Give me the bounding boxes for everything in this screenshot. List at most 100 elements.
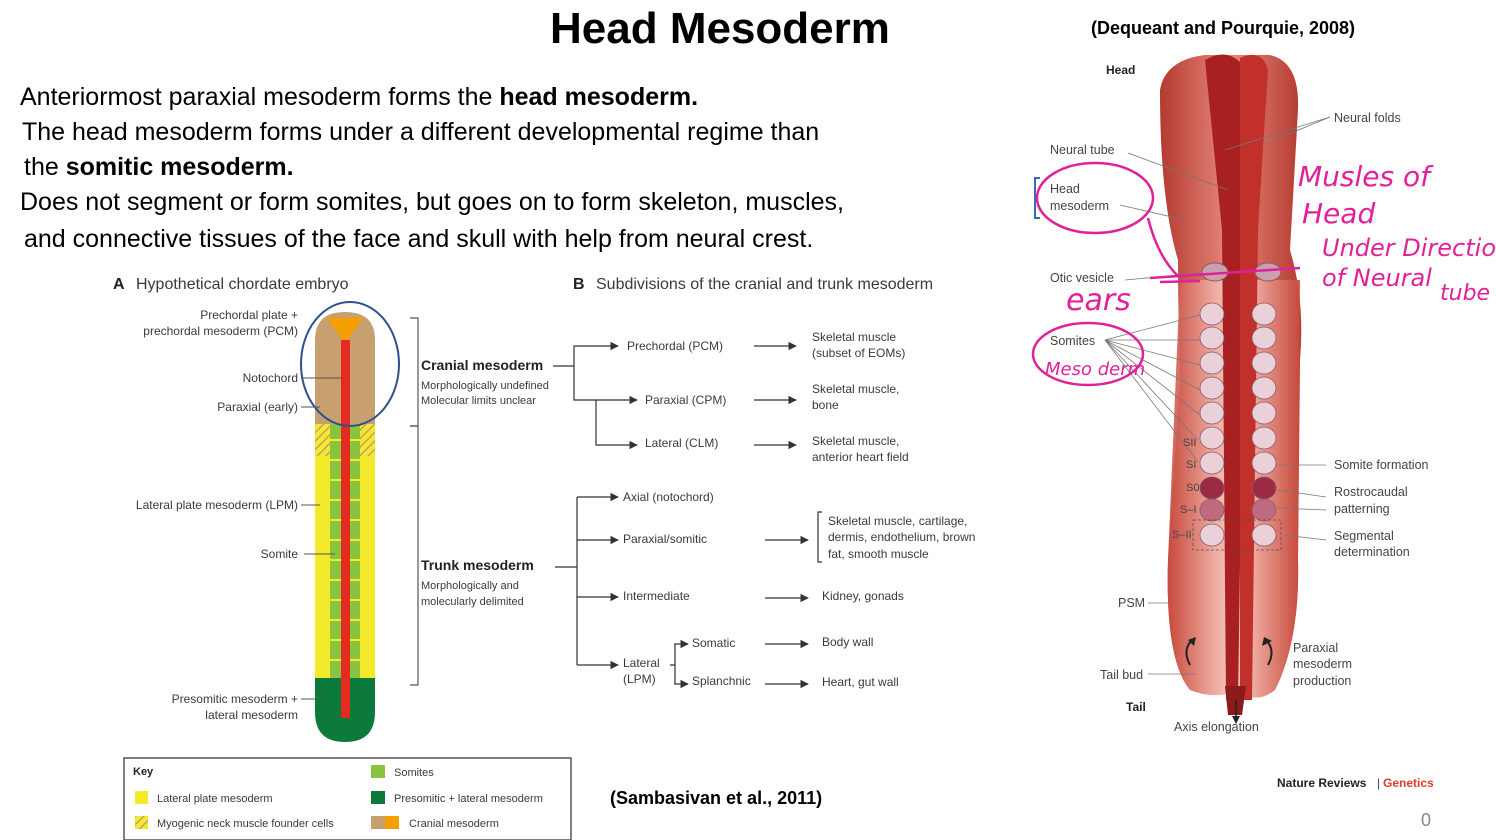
label-segmental-1: Segmental xyxy=(1334,529,1394,543)
panel-b-heading: Subdivisions of the cranial and trunk me… xyxy=(596,276,933,293)
label-rostrocaudal-1: Rostrocaudal xyxy=(1334,485,1408,499)
body-line-1-text: Anteriormost paraxial mesoderm forms the xyxy=(20,83,500,111)
somite xyxy=(1251,401,1277,425)
cpm-out-1: Skeletal muscle, xyxy=(812,382,899,396)
label-somite: Somite xyxy=(261,547,299,561)
citation-top: (Dequeant and Pourquie, 2008) xyxy=(1091,18,1356,38)
label-notochord: Notochord xyxy=(243,371,298,385)
somites-right xyxy=(1251,302,1277,547)
label-paraxial-prod-1: Paraxial xyxy=(1293,641,1338,655)
label-paraxial-early: Paraxial (early) xyxy=(217,400,298,414)
label-prechordal-1: Prechordal plate + xyxy=(200,308,298,322)
node-splanchnic: Splanchnic xyxy=(692,674,751,688)
nature-separator: | xyxy=(1377,776,1380,790)
body-line-3: the somitic mesoderm. xyxy=(24,150,294,185)
intermediate-out: Kidney, gonads xyxy=(822,589,904,603)
somite xyxy=(1251,376,1277,400)
paraxial-out-1: Skeletal muscle, cartilage, xyxy=(828,514,967,528)
slide-title: Head Mesoderm xyxy=(550,4,890,53)
label-segmental-2: determination xyxy=(1334,545,1410,559)
somite xyxy=(1251,351,1277,375)
label-tail: Tail xyxy=(1126,700,1146,714)
cranial-sub-1: Morphologically undefined xyxy=(421,380,549,392)
somite xyxy=(1251,302,1277,326)
somite xyxy=(1199,376,1225,400)
handwriting-1: Musles of xyxy=(1298,160,1434,193)
label-head-mesoderm-2: mesoderm xyxy=(1050,199,1109,213)
somatic-out: Body wall xyxy=(822,635,873,649)
label-lpm: Lateral plate mesoderm (LPM) xyxy=(136,498,298,512)
key-box: Key Lateral plate mesoderm Myogenic neck… xyxy=(123,757,572,840)
label-s-minus-2: S–II xyxy=(1172,529,1192,541)
key-item-cranial: Cranial mesoderm xyxy=(409,818,499,830)
label-rostrocaudal-2: patterning xyxy=(1334,502,1390,516)
panel-a-letter: A xyxy=(113,276,125,293)
node-clm: Lateral (CLM) xyxy=(645,436,718,450)
somite xyxy=(1251,326,1277,350)
label-s0: S0 xyxy=(1186,482,1199,494)
label-neural-tube: Neural tube xyxy=(1050,143,1115,157)
somite xyxy=(1251,523,1277,547)
pcm-out-1: Skeletal muscle xyxy=(812,330,896,344)
somite xyxy=(1199,401,1225,425)
key-item-lpm: Lateral plate mesoderm xyxy=(157,793,273,805)
cranial-sub-2: Molecular limits unclear xyxy=(421,395,536,407)
handwriting-4: of Neural xyxy=(1322,264,1432,292)
cpm-out-2: bone xyxy=(812,398,839,412)
clm-out-1: Skeletal muscle, xyxy=(812,434,899,448)
clm-out-2: anterior heart field xyxy=(812,450,909,464)
chordate-embryo xyxy=(300,301,400,742)
trunk-mesoderm-title: Trunk mesoderm xyxy=(421,557,534,573)
trunk-sub-1: Morphologically and xyxy=(421,580,519,592)
body-line-4: Does not segment or form somites, but go… xyxy=(20,188,844,216)
panel-b-letter: B xyxy=(573,276,585,293)
body-line-5: and connective tissues of the face and s… xyxy=(24,225,814,253)
label-tail-bud: Tail bud xyxy=(1100,668,1143,682)
body-line-2: The head mesoderm forms under a differen… xyxy=(22,118,820,146)
cranial-mesoderm-title: Cranial mesoderm xyxy=(421,357,543,373)
nature-reviews: Nature Reviews xyxy=(1277,776,1367,790)
paraxial-out-2: dermis, endothelium, brown xyxy=(828,530,975,544)
node-cpm: Paraxial (CPM) xyxy=(645,393,726,407)
node-lateral-2: (LPM) xyxy=(623,672,656,686)
somite xyxy=(1199,451,1225,475)
handwriting-3: Under Direction xyxy=(1322,234,1496,262)
somite xyxy=(1199,476,1225,500)
somite xyxy=(1199,523,1225,547)
citation-bottom: (Sambasivan et al., 2011) xyxy=(610,788,823,808)
key-item-somites: Somites xyxy=(394,767,434,779)
key-item-presomitic: Presomitic + lateral mesoderm xyxy=(394,793,543,805)
label-si: SI xyxy=(1186,459,1196,471)
somite xyxy=(1251,498,1277,522)
key-item-neck: Myogenic neck muscle founder cells xyxy=(157,818,334,830)
label-head: Head xyxy=(1106,63,1135,77)
label-neural-folds: Neural folds xyxy=(1334,111,1401,125)
handwritten-annotations xyxy=(1031,161,1301,387)
body-line-1-bold: head mesoderm. xyxy=(499,83,699,111)
page-number: 0 xyxy=(1421,810,1432,830)
handwriting-2: Head xyxy=(1302,197,1375,230)
somite xyxy=(1251,426,1277,450)
node-paraxial: Paraxial/somitic xyxy=(623,532,707,546)
somite xyxy=(1199,326,1225,350)
body-line-1: Anteriormost paraxial mesoderm forms the… xyxy=(20,80,698,115)
somite xyxy=(1251,476,1277,500)
label-paraxial-prod-3: production xyxy=(1293,674,1351,688)
label-otic-vesicle: Otic vesicle xyxy=(1050,271,1114,285)
label-psm: PSM xyxy=(1118,596,1145,610)
body-line-3-bold: somitic mesoderm. xyxy=(65,153,294,181)
paraxial-out-3: fat, smooth muscle xyxy=(828,547,929,561)
handwriting-6: ears xyxy=(1066,283,1131,318)
trunk-sub-2: molecularly delimited xyxy=(421,596,524,608)
somite xyxy=(1199,426,1225,450)
label-paraxial-prod-2: mesoderm xyxy=(1293,657,1352,671)
node-axial: Axial (notochord) xyxy=(623,490,714,504)
body-line-3-text: the xyxy=(24,153,66,181)
label-s-minus-1: S–I xyxy=(1180,504,1197,516)
node-somatic: Somatic xyxy=(692,636,735,650)
pcm-out-2: (subset of EOMs) xyxy=(812,346,905,360)
label-somites: Somites xyxy=(1050,334,1095,348)
label-head-mesoderm-1: Head xyxy=(1050,182,1080,196)
splanchnic-out: Heart, gut wall xyxy=(822,675,899,689)
